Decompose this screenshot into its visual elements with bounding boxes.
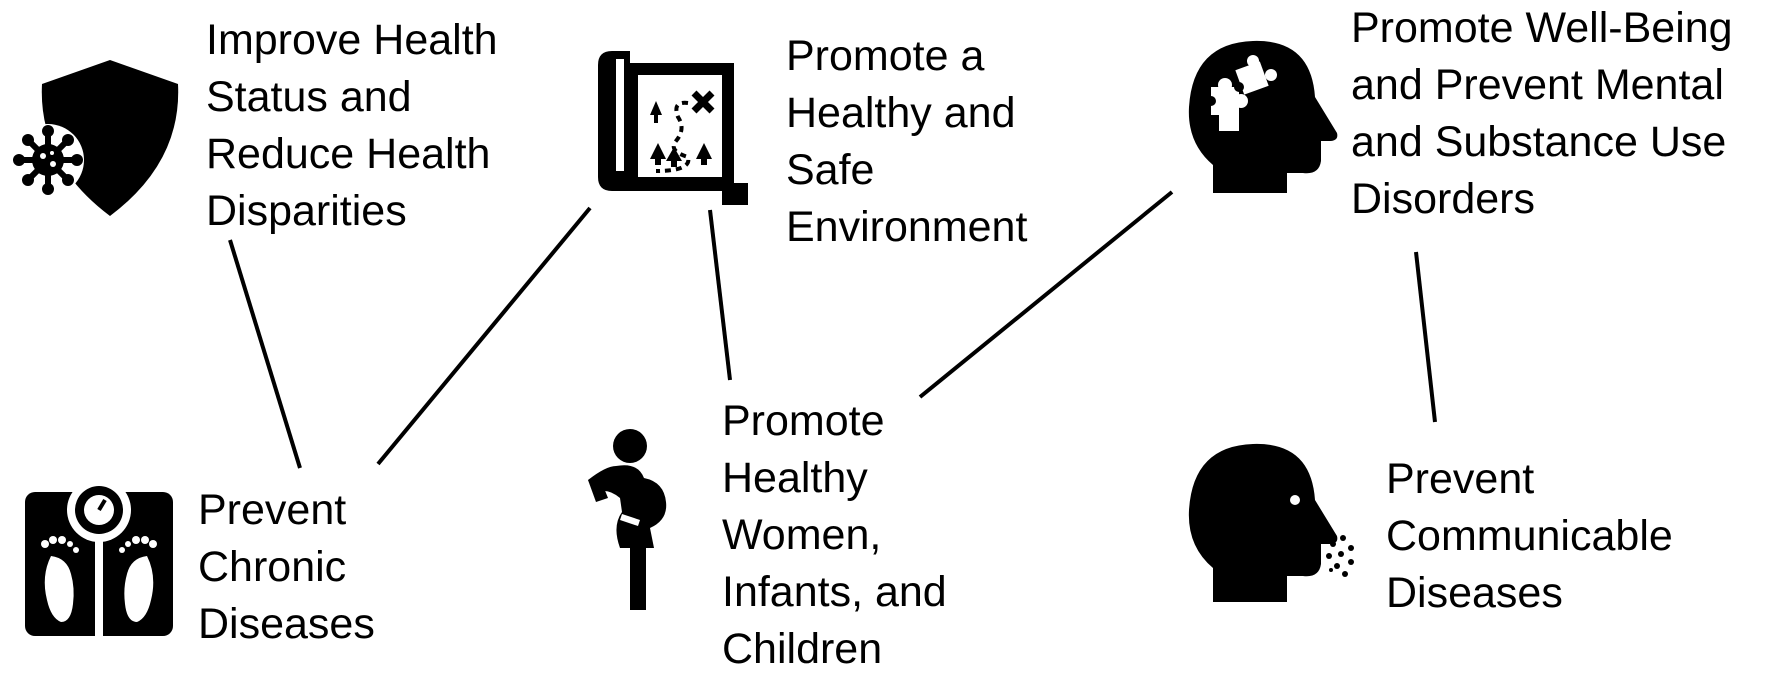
head-puzzle-icon: [1188, 40, 1338, 193]
goal-label-communicable: Prevent Communicable Diseases: [1386, 455, 1673, 617]
head-cough-icon: [1188, 443, 1354, 602]
goal-label-mental-health: Promote Well-Being and Prevent Mental an…: [1351, 4, 1733, 223]
connector-environment-maternal: [708, 209, 732, 381]
connector-health-chronic: [228, 239, 302, 469]
connector-environment-chronic: [376, 206, 592, 466]
goal-label-chronic: Prevent Chronic Diseases: [198, 486, 375, 648]
connector-mental-communicable: [1414, 251, 1437, 423]
connector-mental-maternal: [918, 190, 1174, 399]
pregnant-woman-icon: [588, 429, 667, 610]
goal-label-environment: Promote a Healthy and Safe Environment: [786, 32, 1028, 251]
goal-label-maternal: Promote Healthy Women, Infants, and Chil…: [722, 397, 947, 673]
shield-virus-icon: [12, 60, 179, 216]
weight-scale-icon: [25, 478, 173, 636]
treasure-map-icon: [598, 51, 748, 205]
goal-label-health-status: Improve Health Status and Reduce Health …: [206, 16, 498, 235]
